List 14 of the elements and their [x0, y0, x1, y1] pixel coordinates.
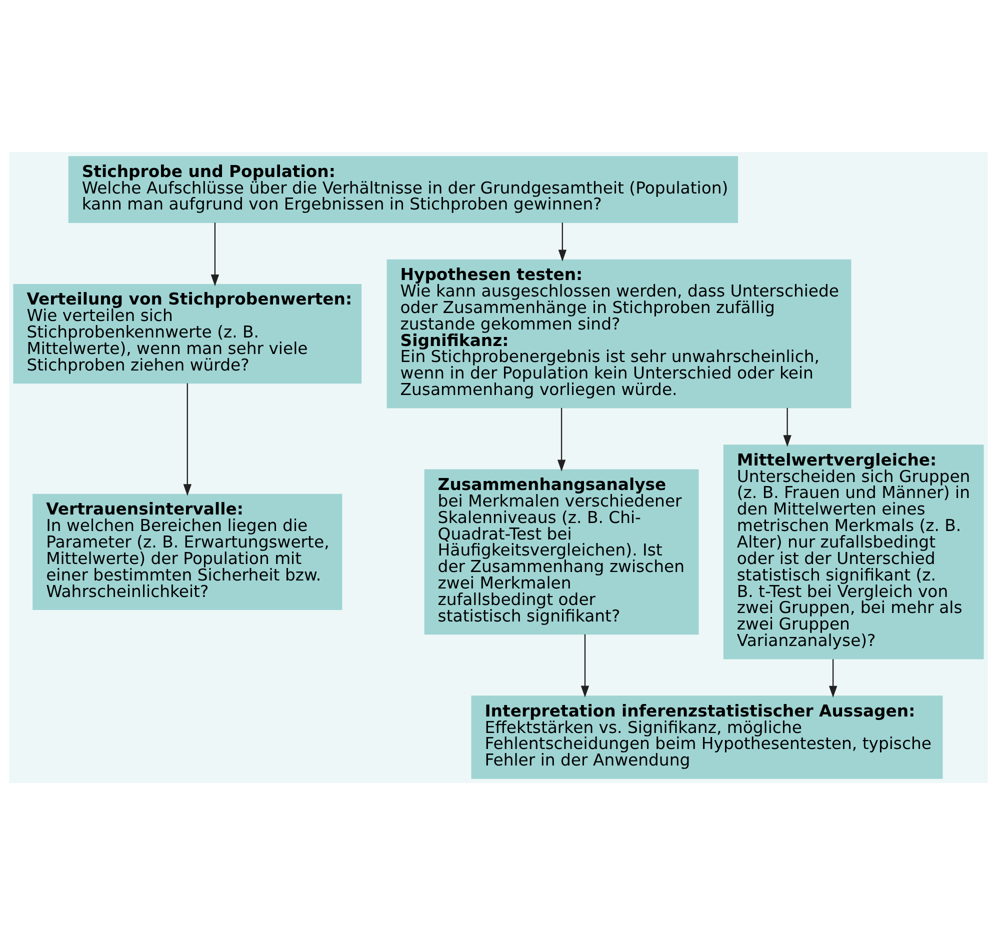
node-box: Interpretation inferenzstatistischer Aussagen: Effektstärken vs. Signifikanz, mögliche Fehlentscheidungen beim Hypothesentesten, typische Fehler in der Anwendung: [470, 695, 942, 778]
node-box: Mittelwertvergleiche: Unterscheiden sich Gruppen (z. B. Frauen und Männer) in den Mittelwerten eines metrischen Merkmals (z. B. Alter) nur zufallsbedingt oder ist der Unterschied statistisch signifikant (z. B. t-Test bei Vergleich von zwei Gruppen, bei mehr als zwei Gruppen Varianzanalyse)?: [722, 444, 984, 659]
arrow: [558, 222, 566, 261]
node-box: Verteilung von Stichprobenwerten: Wie verteilen sich Stichprobenkennwerte (z. B. Mittelwerte), wenn man sehr viele Stichproben ziehen würde?: [12, 283, 362, 384]
arrow: [182, 382, 191, 496]
node-box: Stichprobe und Population: Welche Aufschlüsse über die Verhältnisse in der Grundgesamtheit (Population) kann man aufgrund von Ergebnissen in Stichproben gewinnen?: [68, 156, 738, 222]
node-box: Zusammenhangsanalyse bei Merkmalen verschiedener Skalenniveaus (z. B. Chi-Quadrat-Test bei Häufigkeitsvergleichen). Ist der Zusammenhang zwischen zwei Merkmalen zufallsbedingt oder statistisch signifikant?: [424, 468, 698, 634]
node-box: Vertrauensintervalle: In welchen Bereichen liegen die Parameter (z. B. Erwartungswerte, Mittelwerte) der Population mit einer bestimmten Sicherheit bzw. Wahrscheinlichkeit?: [32, 493, 342, 610]
arrow: [556, 407, 566, 472]
arrow: [828, 658, 837, 698]
node-box: Hypothesen testen: Wie kann ausgeschlossen werden, dass Unterschiede oder Zusammenhänge in Stichproben zufällig zustande gekommen sind? Signifikanz: Ein Stichprobenergebnis ist sehr unwahrscheinlich, wenn in der Population kein Unterschied oder kein Zusammenhang vorliegen würde.: [386, 258, 851, 408]
arrow: [210, 222, 219, 286]
arrow: [782, 407, 791, 446]
arrow: [580, 634, 589, 698]
